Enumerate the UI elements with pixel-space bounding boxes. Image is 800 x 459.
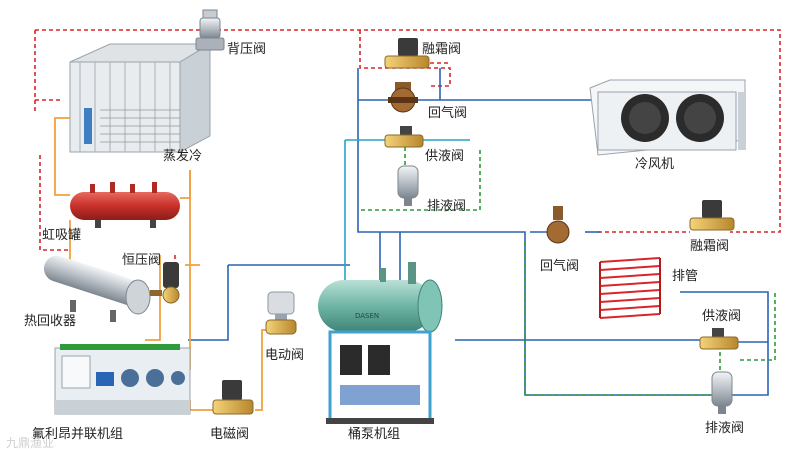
label-supply-valve-1: 供液阀 <box>425 149 465 164</box>
drain-valve-1-icon <box>397 165 419 206</box>
solenoid-valve-icon <box>212 380 254 415</box>
label-constant-pressure-valve: 恒压阀 <box>122 253 162 268</box>
back-pressure-valve-icon <box>195 9 225 51</box>
return-valve-2-icon <box>546 206 570 244</box>
label-back-pressure-valve: 背压阀 <box>227 42 267 57</box>
supply-valve-1-icon <box>384 126 424 148</box>
defrost-valve-2-icon <box>689 200 735 231</box>
barrel-pump-unit-image: DASEN <box>318 262 443 424</box>
label-heat-recovery: 热回收器 <box>24 314 77 329</box>
cyan-pipes <box>344 139 470 300</box>
label-motorized-valve: 电动阀 <box>265 348 305 363</box>
watermark: 九鼎渔业 <box>6 436 55 450</box>
air-cooler-image <box>589 79 746 156</box>
heat-recovery-image <box>43 255 151 322</box>
label-return-valve-2: 回气阀 <box>540 259 580 274</box>
evaporative-condenser-image <box>69 43 212 153</box>
freon-parallel-unit-image <box>54 344 191 415</box>
svg-text:DASEN: DASEN <box>355 312 379 320</box>
label-return-valve-1: 回气阀 <box>428 106 468 121</box>
label-drain-valve-2: 排液阀 <box>705 421 745 436</box>
label-evaporative-condenser: 蒸发冷 <box>163 149 203 164</box>
label-barrel-pump-unit: 桶泵机组 <box>348 427 401 442</box>
label-solenoid-valve: 电磁阀 <box>210 427 250 442</box>
label-defrost-valve-2: 融霜阀 <box>690 239 730 254</box>
return-valve-1-icon <box>388 82 418 113</box>
motorized-valve-icon <box>265 291 297 335</box>
coil-pipe-image <box>599 257 661 319</box>
drain-valve-2-icon <box>711 371 733 414</box>
defrost-valve-1-icon <box>384 38 430 69</box>
label-coil-pipe: 排管 <box>672 269 699 284</box>
label-siphon-tank: 虹吸罐 <box>42 228 82 243</box>
label-defrost-valve-1: 融霜阀 <box>422 42 462 57</box>
label-supply-valve-2: 供液阀 <box>702 309 742 324</box>
supply-valve-2-icon <box>699 328 739 350</box>
green-dashed-pipes <box>360 140 776 396</box>
label-air-cooler: 冷风机 <box>635 157 675 172</box>
label-freon-parallel-unit: 氟利昂并联机组 <box>32 427 124 442</box>
siphon-tank-image <box>70 182 180 228</box>
label-drain-valve-1: 排液阀 <box>427 199 467 214</box>
constant-pressure-valve-icon <box>150 262 180 304</box>
